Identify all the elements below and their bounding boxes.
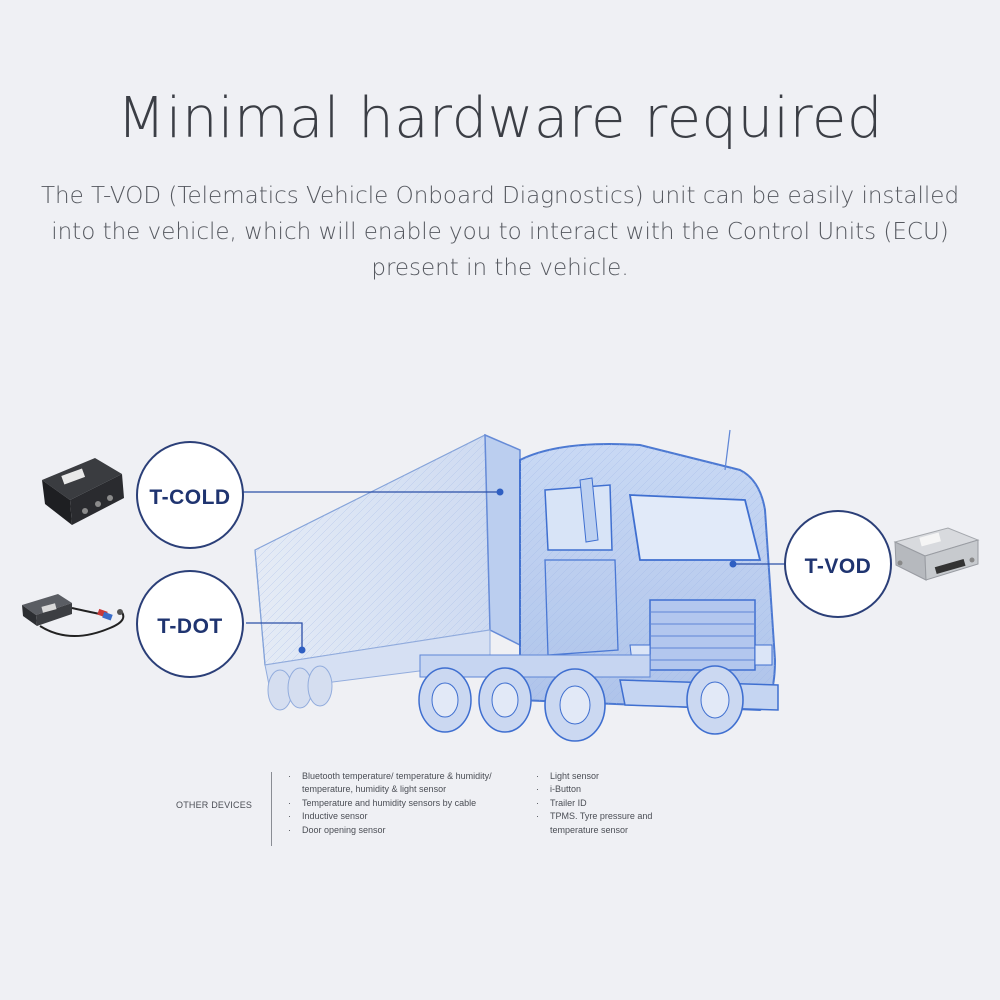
tractor-wheels	[418, 654, 744, 742]
list-item: Temperature and humidity sensors by cabl…	[288, 797, 518, 811]
tvod-label: T-VOD	[804, 555, 872, 578]
tdot-device-image	[22, 594, 125, 637]
tvod-connection-point	[729, 560, 737, 568]
other-devices-list-left: Bluetooth temperature/ temperature & hum…	[288, 770, 518, 837]
truck-diagram	[22, 429, 980, 742]
tvod-device-image	[893, 527, 980, 581]
list-item: Light sensor	[536, 770, 676, 784]
page-title: Minimal hardware required	[117, 86, 883, 151]
tdot-label: T-DOT	[157, 615, 223, 638]
list-item: TPMS. Tyre pressure and temperature sens…	[536, 810, 676, 837]
list-item: Door opening sensor	[288, 824, 518, 838]
list-item: Inductive sensor	[288, 810, 518, 824]
tcold-label: T-COLD	[149, 486, 231, 509]
other-devices-list-right: Light sensor i-Button Trailer ID TPMS. T…	[536, 770, 676, 837]
list-item: Trailer ID	[536, 797, 676, 811]
tcold-badge[interactable]: T-COLD	[136, 441, 244, 549]
list-item: Bluetooth temperature/ temperature & hum…	[288, 770, 518, 797]
list-item: i-Button	[536, 783, 676, 797]
tdot-connection-point	[298, 646, 306, 654]
tvod-badge[interactable]: T-VOD	[784, 510, 892, 618]
tdot-badge[interactable]: T-DOT	[136, 570, 244, 678]
tcold-device-image	[42, 458, 124, 525]
page-description: The T-VOD (Telematics Vehicle Onboard Di…	[40, 183, 960, 281]
tcold-connection-point	[496, 488, 504, 496]
other-devices-divider	[271, 772, 272, 846]
other-devices-label: OTHER DEVICES	[176, 800, 253, 810]
